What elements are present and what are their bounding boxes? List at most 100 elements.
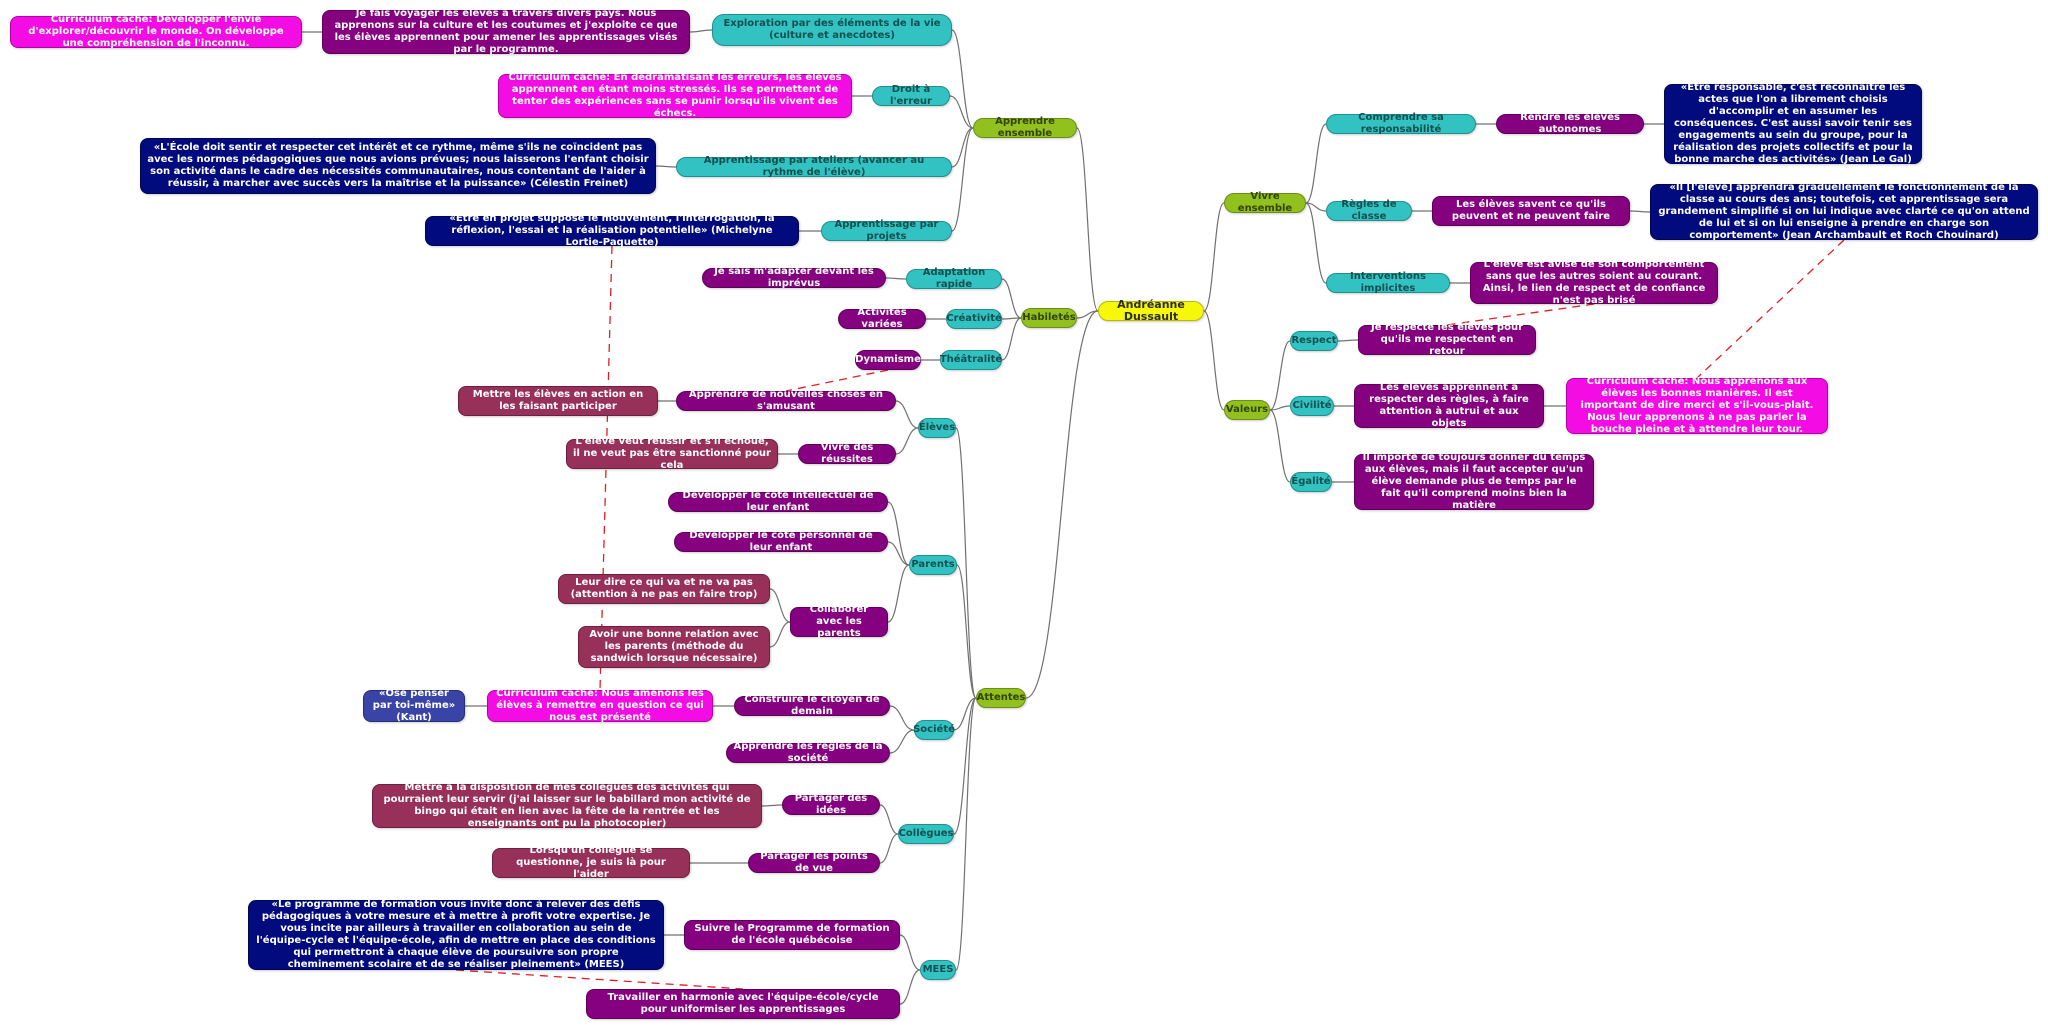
topic-respect[interactable]: Respect bbox=[1290, 331, 1338, 351]
quote-freinet[interactable]: «L'École doit sentir et respecter cet in… bbox=[140, 138, 656, 194]
connector-35 bbox=[889, 729, 915, 754]
connector-30 bbox=[769, 621, 791, 648]
detail-theatralite[interactable]: Dynamisme bbox=[855, 350, 921, 370]
connector-26 bbox=[887, 501, 910, 566]
topic-mees[interactable]: MEES bbox=[920, 960, 956, 980]
branch-vivre-ensemble[interactable]: Vivre ensemble bbox=[1224, 191, 1306, 214]
connector-10 bbox=[951, 127, 974, 168]
note-aider-collegue[interactable]: Lorsqu'un collègue se questionne, je sui… bbox=[492, 845, 690, 880]
topic-collegues[interactable]: Collègues bbox=[898, 824, 954, 844]
hidden-curriculum-bonnes-manieres[interactable]: Curriculum caché: Nous apprenons aux élè… bbox=[1566, 376, 1828, 435]
connector-3 bbox=[1203, 202, 1225, 312]
hidden-curriculum-exploration[interactable]: Curricuium caché: Développer l'envie d'e… bbox=[10, 14, 302, 49]
detail-respect-eleves[interactable]: Je respecte les élèves pour qu'ils me re… bbox=[1358, 322, 1536, 357]
detail-cote-intellectuel[interactable]: Développer le côté intellectuel de leur … bbox=[668, 490, 888, 513]
topic-societe[interactable]: Société bbox=[913, 720, 955, 740]
quote-jean-le-gal[interactable]: «Être responsable, c'est reconnaître les… bbox=[1664, 82, 1922, 165]
detail-respecter-regles[interactable]: Les élèves apprennent à respecter des rè… bbox=[1354, 382, 1544, 429]
connector-53 bbox=[1269, 340, 1291, 411]
detail-regles-societe[interactable]: Apprendre les règles de la société bbox=[726, 741, 890, 764]
note-mettre-en-action[interactable]: Mettre les élèves en action en les faisa… bbox=[458, 386, 658, 416]
note-activite-bingo[interactable]: Mettre à la disposition de mes collègues… bbox=[372, 782, 762, 829]
detail-adaptation[interactable]: Je sais m'adapter devant les imprévus bbox=[702, 266, 886, 289]
detail-exploration[interactable]: Je fais voyager les élèves à travers div… bbox=[322, 8, 690, 55]
note-eleve-reussir[interactable]: L'élève veut réussir et s'il échoue, il … bbox=[566, 436, 778, 471]
dashed-relation-regles-civilite bbox=[1696, 239, 1845, 379]
quote-mees[interactable]: «Le programme de formation vous invite d… bbox=[248, 899, 664, 970]
connector-14 bbox=[1001, 278, 1022, 319]
connector-12 bbox=[951, 127, 974, 232]
connector-16 bbox=[1001, 317, 1022, 320]
topic-ateliers[interactable]: Apprentissage par ateliers (avancer au r… bbox=[676, 155, 952, 178]
connector-2 bbox=[1025, 310, 1099, 699]
connector-25 bbox=[956, 564, 977, 699]
branch-valeurs[interactable]: Valeurs bbox=[1224, 400, 1270, 420]
connector-51 bbox=[1305, 202, 1327, 284]
connector-8 bbox=[949, 95, 974, 129]
connector-31 bbox=[953, 697, 977, 731]
connector-39 bbox=[879, 833, 899, 864]
dashed-relation-projets-societe bbox=[599, 245, 613, 691]
connector-6 bbox=[689, 29, 713, 33]
connector-21 bbox=[895, 400, 919, 429]
connector-15 bbox=[885, 277, 907, 280]
connector-55 bbox=[1269, 405, 1291, 411]
hidden-curriculum-remettre-en-question[interactable]: Curriculum caché: Nous amenons les élève… bbox=[487, 688, 713, 723]
branch-habiletes[interactable]: Habiletés bbox=[1021, 308, 1077, 328]
topic-eleves[interactable]: Élèves bbox=[918, 418, 956, 438]
detail-partager-points-vue[interactable]: Partager les points de vue bbox=[748, 851, 880, 874]
topic-exploration[interactable]: Exploration par des éléments de la vie (… bbox=[712, 14, 952, 46]
connector-20 bbox=[955, 427, 977, 699]
connector-18 bbox=[1001, 317, 1022, 361]
detail-eleves-autonomes[interactable]: Rendre les élèves autonomes bbox=[1496, 112, 1644, 135]
branch-attentes[interactable]: Attentes bbox=[976, 688, 1026, 708]
topic-creativite[interactable]: Créativité bbox=[946, 309, 1002, 329]
topic-droit-erreur[interactable]: Droit à l'erreur bbox=[872, 84, 950, 107]
detail-savent-peuvent-faire[interactable]: Les élèves savent ce qu'ils peuvent et n… bbox=[1432, 196, 1630, 226]
dashed-relation-implicites-respect bbox=[1446, 303, 1595, 326]
topic-egalite[interactable]: Égalité bbox=[1290, 472, 1332, 492]
detail-harmonie-equipe[interactable]: Travailler en harmonie avec l'équipe-éco… bbox=[586, 989, 900, 1019]
connector-38 bbox=[761, 804, 783, 807]
branch-apprendre-ensemble[interactable]: Apprendre ensemble bbox=[973, 116, 1077, 139]
note-dire-ce-qui-va[interactable]: Leur dire ce qui va et ne va pas (attent… bbox=[558, 574, 770, 604]
detail-collaborer-parents[interactable]: Collaborer avec les parents bbox=[790, 604, 888, 639]
topic-regles-classe[interactable]: Règles de classe bbox=[1326, 199, 1412, 222]
topic-adaptation[interactable]: Adaptation rapide bbox=[906, 267, 1002, 290]
root-node[interactable]: Andréanne Dussault bbox=[1098, 299, 1204, 323]
connector-54 bbox=[1337, 339, 1359, 342]
connector-23 bbox=[895, 427, 919, 455]
quote-archambault-chouinard[interactable]: «Il [l'élève] apprendra graduellement le… bbox=[1650, 182, 2038, 241]
note-bonne-relation[interactable]: Avoir une bonne relation avec les parent… bbox=[578, 626, 770, 668]
detail-apprendre-en-amusant[interactable]: Apprendre de nouvelles choses en s'amusa… bbox=[676, 389, 896, 412]
topic-civilite[interactable]: Civilité bbox=[1290, 396, 1334, 416]
connector-44 bbox=[899, 969, 921, 1005]
topic-projets[interactable]: Apprentissage par projets bbox=[821, 219, 952, 242]
quote-lortie-paquette[interactable]: «Être en projet suppose le mouvement, l'… bbox=[425, 213, 799, 248]
detail-partager-idees[interactable]: Partager des idées bbox=[782, 793, 880, 816]
connector-32 bbox=[889, 705, 915, 731]
topic-responsabilite[interactable]: Comprendre sa responsabilité bbox=[1326, 112, 1476, 135]
dashed-relation-mees-harmonie bbox=[455, 969, 744, 990]
topic-theatralite[interactable]: Théâtralité bbox=[940, 350, 1002, 370]
detail-donner-temps[interactable]: Il importe de toujours donner du temps a… bbox=[1354, 452, 1594, 511]
connector-36 bbox=[953, 697, 977, 835]
connector-58 bbox=[1269, 409, 1291, 483]
topic-interventions-implicites[interactable]: Interventions implicites bbox=[1326, 271, 1450, 294]
connector-50 bbox=[1629, 210, 1651, 213]
detail-creativite[interactable]: Activités variées bbox=[838, 307, 926, 330]
detail-eleve-avise[interactable]: L'élève est avisé de son comportement sa… bbox=[1470, 259, 1718, 306]
connector-4 bbox=[1203, 310, 1225, 411]
connector-48 bbox=[1305, 202, 1327, 212]
connector-42 bbox=[899, 934, 921, 971]
connector-45 bbox=[1305, 123, 1327, 204]
topic-parents[interactable]: Parents bbox=[909, 555, 957, 575]
detail-citoyen-demain[interactable]: Construire le citoyen de demain bbox=[734, 694, 890, 717]
hidden-curriculum-droit-erreur[interactable]: Curriculum caché: En dédramatisant les e… bbox=[498, 72, 852, 119]
detail-programme-formation[interactable]: Suivre le Programme de formation de l'éc… bbox=[684, 920, 900, 950]
dashed-relation-dynamisme-amuser bbox=[785, 369, 889, 392]
quote-kant[interactable]: «Ose penser par toi-même» (Kant) bbox=[363, 688, 465, 723]
detail-vivre-reussites[interactable]: Vivre des réussites bbox=[798, 442, 896, 465]
detail-cote-personnel[interactable]: Développer le côté personnel de leur enf… bbox=[674, 530, 888, 553]
